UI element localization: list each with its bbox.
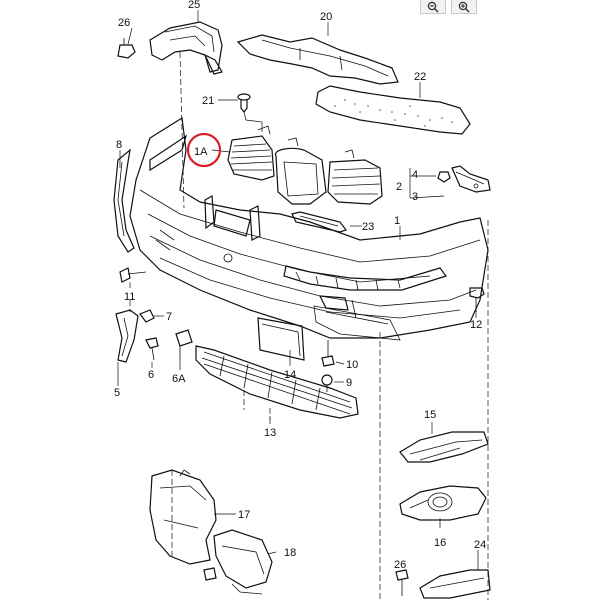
- part-1a-grille: [227, 125, 383, 205]
- part-13-lower-grille: [195, 345, 359, 419]
- part-17-liner: [149, 469, 217, 565]
- part-6-screw: [145, 337, 159, 361]
- callout-20: 20: [320, 11, 332, 23]
- part-22-absorber: [315, 85, 471, 135]
- callout-26-top: 26: [118, 17, 130, 29]
- callout-8: 8: [116, 139, 122, 151]
- callout-21: 21: [202, 95, 214, 107]
- highlight-circle: [186, 132, 222, 168]
- callout-22: 22: [414, 71, 426, 83]
- zoom-out-icon: [427, 1, 439, 13]
- callout-6a: 6A: [172, 373, 186, 385]
- part-24-trim: [419, 569, 491, 599]
- callout-26-bottom: 26: [394, 559, 406, 571]
- part-14-plate-bracket: [257, 317, 305, 361]
- part-15-fog-trim: [399, 431, 489, 463]
- zoom-in-icon: [458, 1, 470, 13]
- part-6a-clip: [175, 329, 193, 360]
- part-5-left-guide: [115, 309, 139, 363]
- callout-1a: 1A: [194, 146, 208, 158]
- callout-14: 14: [284, 369, 296, 381]
- callout-17: 17: [238, 509, 250, 521]
- part-26-clip-top: [117, 38, 136, 59]
- part-26-clip-bottom: [395, 569, 409, 596]
- callout-6: 6: [148, 369, 154, 381]
- part-1-bumper-cover: [129, 116, 489, 341]
- zoom-in-button[interactable]: [451, 0, 477, 14]
- part-12-screw: [469, 287, 485, 312]
- part-7-clip: [139, 309, 155, 323]
- callout-1: 1: [394, 215, 400, 227]
- callout-9: 9: [346, 377, 352, 389]
- callout-24: 24: [474, 539, 486, 551]
- part-21-rivet: [237, 93, 263, 132]
- callout-25: 25: [188, 0, 200, 11]
- callout-5: 5: [114, 387, 120, 399]
- part-10-clip: [321, 340, 335, 367]
- part-20-cross-member: [236, 34, 399, 85]
- callout-11: 11: [124, 291, 135, 303]
- part-18-screw: [203, 567, 217, 581]
- callout-12: 12: [470, 319, 482, 331]
- part-25-bracket: [149, 21, 223, 75]
- callout-18: 18: [284, 547, 296, 559]
- callout-7: 7: [166, 311, 172, 323]
- part-9-screw: [321, 374, 333, 392]
- callout-4: 4: [412, 169, 418, 181]
- callout-13: 13: [264, 427, 276, 439]
- part-16-fog-cover: [399, 485, 487, 521]
- callout-10: 10: [346, 359, 358, 371]
- callout-23: 23: [362, 221, 374, 233]
- callout-15: 15: [424, 409, 436, 421]
- callout-3: 3: [412, 191, 418, 203]
- part-23-insert: [291, 211, 347, 233]
- part-11-bolt: [119, 267, 147, 283]
- part-2-3-4-bracket: [437, 165, 491, 193]
- part-8-side-guide: [113, 148, 135, 253]
- callout-2: 2: [396, 181, 402, 193]
- callout-labels: 26 25 20 22 21 1A 8 4 2 3 23 1 11 7 12 6…: [114, 0, 486, 571]
- part-18-panel: [213, 529, 273, 595]
- callout-16: 16: [434, 537, 446, 549]
- zoom-out-button[interactable]: [420, 0, 446, 14]
